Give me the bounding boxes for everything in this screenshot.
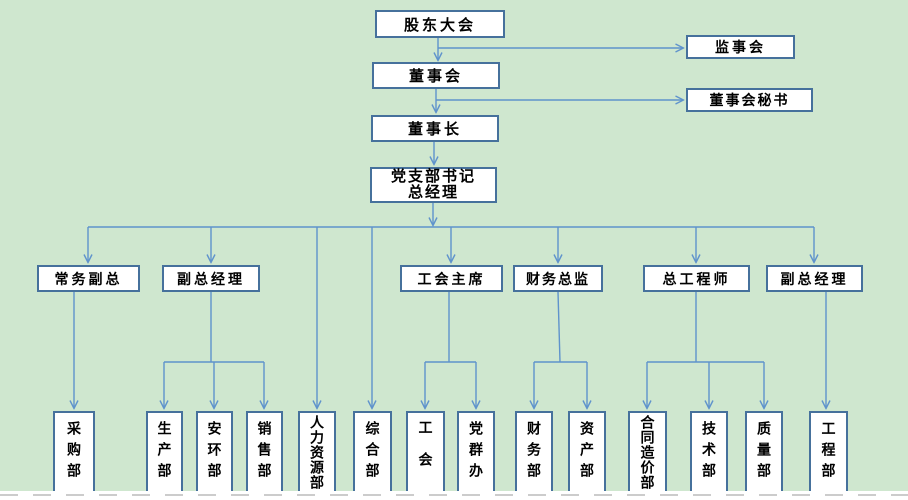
node-chief-engineer: 总工程师 <box>643 265 750 292</box>
node-board-of-directors: 董事会 <box>372 62 500 89</box>
node-deputy-gm-2: 副总经理 <box>766 265 863 292</box>
node-finance-director: 财务总监 <box>513 265 603 292</box>
node-dept-safety-env: 安环部 <box>196 411 233 493</box>
node-label: 股东大会 <box>403 16 476 34</box>
node-label: 销售部 <box>256 420 273 484</box>
node-chairman: 董事长 <box>371 115 499 142</box>
node-label: 财务总监 <box>526 270 590 287</box>
node-label-line2: 总经理 <box>407 184 459 201</box>
node-dept-contract-cost: 合同造价部 <box>628 411 667 493</box>
node-dept-engineering: 工程部 <box>809 411 848 493</box>
node-label: 副总经理 <box>177 270 245 287</box>
node-label: 工会 <box>417 420 434 484</box>
node-union-chairman: 工会主席 <box>400 265 503 292</box>
node-dept-party-mass-office: 党群办 <box>457 411 495 493</box>
node-label: 资产部 <box>579 420 595 484</box>
node-label: 工程部 <box>820 420 837 484</box>
page-bottom-strip <box>0 491 908 500</box>
page-edge-dashes <box>0 494 908 496</box>
node-label: 质量部 <box>756 420 772 484</box>
node-dept-labor-union: 工会 <box>406 411 445 493</box>
node-label: 技术部 <box>701 420 717 484</box>
node-label: 监事会 <box>715 39 766 55</box>
node-label: 董事会秘书 <box>709 92 790 108</box>
node-executive-deputy-gm: 常务副总 <box>37 265 140 292</box>
node-dept-quality: 质量部 <box>745 411 783 493</box>
node-dept-finance: 财务部 <box>515 411 553 493</box>
node-dept-general-affairs: 综合部 <box>353 411 392 493</box>
node-shareholders-meeting: 股东大会 <box>375 10 505 38</box>
node-board-secretary: 董事会秘书 <box>686 88 813 112</box>
stem-finance-director <box>557 291 561 363</box>
node-dept-human-resources: 人力资源部 <box>298 411 336 493</box>
node-label: 董事长 <box>407 121 462 138</box>
node-label: 副总经理 <box>780 270 849 287</box>
node-label: 生产部 <box>156 420 173 484</box>
node-label: 安环部 <box>206 420 223 484</box>
node-label: 综合部 <box>364 420 381 484</box>
node-dept-assets: 资产部 <box>568 411 606 493</box>
node-label: 合同造价部 <box>639 414 656 490</box>
node-label: 总工程师 <box>662 270 731 287</box>
node-label: 工会主席 <box>417 270 486 287</box>
node-label: 财务部 <box>526 420 542 484</box>
node-party-secretary-gm: 党支部书记 总经理 <box>370 167 497 203</box>
node-label: 人力资源部 <box>309 414 325 490</box>
node-dept-sales: 销售部 <box>246 411 283 493</box>
node-dept-technology: 技术部 <box>690 411 728 493</box>
node-dept-purchasing: 采购部 <box>53 411 95 493</box>
node-dept-production: 生产部 <box>146 411 183 493</box>
node-deputy-gm-1: 副总经理 <box>162 265 260 292</box>
node-label: 党群办 <box>468 420 484 484</box>
node-label: 采购部 <box>66 420 82 484</box>
node-label: 董事会 <box>408 68 463 85</box>
node-supervisory-board: 监事会 <box>686 35 795 59</box>
node-label: 常务副总 <box>54 270 123 287</box>
node-label-line1: 党支部书记 <box>390 168 476 185</box>
